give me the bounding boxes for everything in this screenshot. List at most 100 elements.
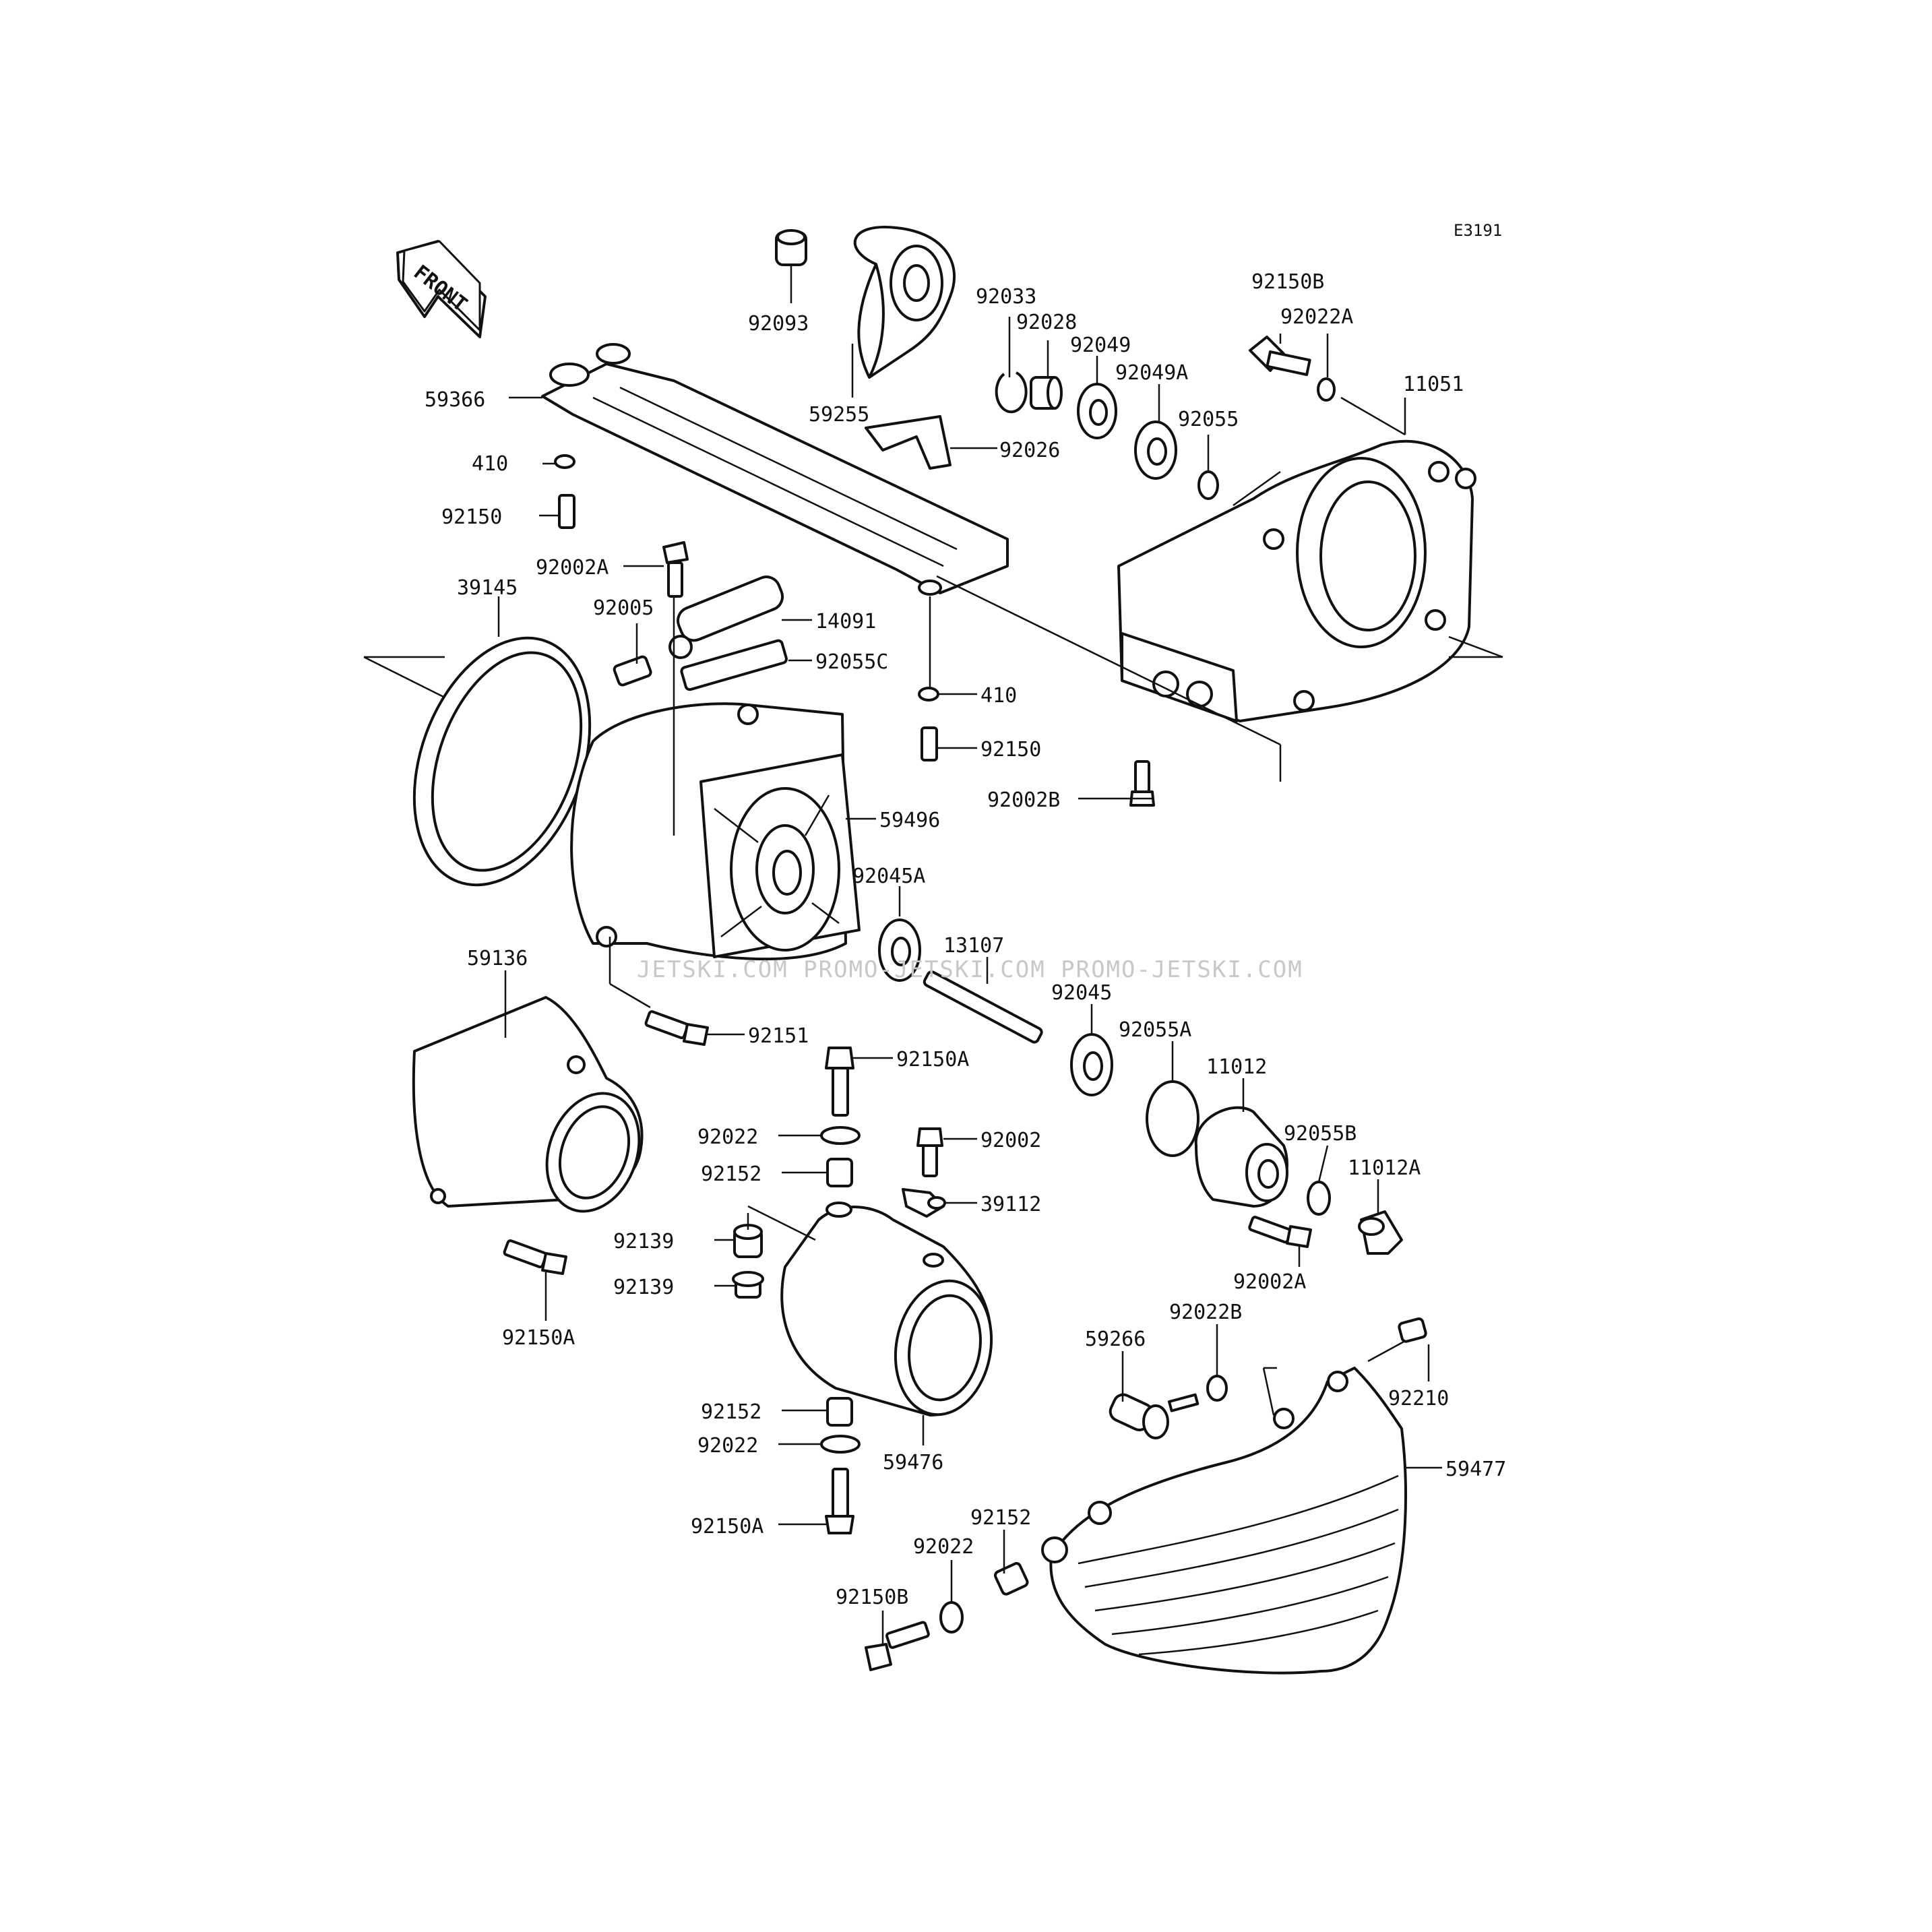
part-92150A-bolt-left [503,1239,567,1275]
part-11051-housing [1117,439,1476,722]
part-92022-washer-a [820,1126,861,1145]
part-39145-ring [412,636,592,887]
label-92150A-bottom: 92150A [691,1515,764,1538]
part-92210-bolt [1398,1317,1427,1343]
front-arrow-icon: FRONT [396,240,487,338]
label-92002A-low: 92002A [1233,1270,1306,1294]
label-92151: 92151 [748,1024,809,1048]
part-11012-cap [1194,1106,1288,1208]
part-92055-oring [1197,470,1219,500]
label-92045: 92045 [1051,981,1112,1005]
part-410-washer-left [554,454,575,469]
label-39112: 39112 [980,1193,1041,1216]
label-59476: 59476 [883,1451,943,1474]
part-59266-fitting [1109,1393,1199,1439]
label-11051: 11051 [1403,373,1464,396]
label-92028: 92028 [1016,311,1077,334]
part-92151-bolt [644,1010,709,1046]
label-92150-left: 92150 [441,505,502,529]
label-410-left: 410 [472,452,508,476]
part-59255-impeller [853,225,956,379]
label-92022B: 92022B [1169,1301,1242,1324]
part-92002A-bolt-low [1248,1216,1312,1248]
label-59266: 59266 [1085,1328,1146,1351]
label-92150A-mid: 92150A [896,1048,969,1071]
part-92049-seal [1077,383,1117,439]
label-92150A-left: 92150A [502,1326,575,1350]
part-92002B-bolt [1129,760,1155,807]
part-92139-grommet-b [732,1271,764,1299]
part-92055C-gasket [680,639,788,691]
part-92022B-washer [1206,1375,1228,1402]
label-92022-c: 92022 [913,1535,974,1559]
part-59496-pump-case [570,702,861,961]
label-59477: 59477 [1445,1458,1506,1481]
label-59255: 59255 [809,403,869,427]
part-59476-steering-nozzle [780,1202,993,1416]
watermark: JETSKI.COM PROMO-JETSKI.COM PROMO-JETSKI… [637,956,1303,983]
part-92150-bolt-right [921,726,938,761]
label-92026: 92026 [999,439,1060,462]
part-92045-bearing [1070,1033,1113,1096]
part-92150B-bolt-bottom [865,1621,930,1671]
part-92022-washer-c [939,1601,964,1633]
label-410-right: 410 [980,684,1017,708]
part-410-washer-right [918,687,939,702]
part-92002-bolt [916,1127,943,1177]
part-92049A-seal [1134,420,1177,480]
label-92002B: 92002B [987,788,1060,812]
label-39145: 39145 [457,576,518,600]
label-11012: 11012 [1206,1055,1267,1079]
part-92093-cap [775,229,807,266]
part-39112-terminal [902,1188,946,1218]
part-92055B-oring [1307,1181,1331,1216]
part-92005-fitting [613,655,652,687]
label-11012A: 11012A [1348,1156,1421,1180]
label-92093: 92093 [748,312,809,336]
label-92045A: 92045A [852,865,925,888]
part-92028-collar [1030,376,1063,410]
leader-lines [363,265,1503,1644]
part-92150-bolt-left [558,494,575,529]
label-92005: 92005 [593,596,654,620]
label-92022-a: 92022 [697,1125,758,1149]
part-92055A-oring [1146,1080,1199,1157]
label-59496: 59496 [879,809,940,832]
part-92045A-bearing [878,918,921,982]
part-92150A-bolt-bottom [825,1468,854,1534]
part-92150B-bolt-top [1249,336,1311,376]
label-92055: 92055 [1178,408,1239,431]
part-92139-grommet-a [733,1224,763,1258]
label-92033: 92033 [976,285,1036,309]
label-92055B: 92055B [1284,1122,1357,1146]
label-92055A: 92055A [1119,1018,1191,1042]
label-92022-b: 92022 [697,1434,758,1458]
label-92022A: 92022A [1280,305,1353,329]
label-14091: 14091 [815,610,876,633]
part-92033-circlip [995,371,1028,414]
part-13107-shaft [923,970,1043,1044]
label-92150B-top: 92150B [1251,270,1324,294]
label-92139-a: 92139 [613,1230,674,1253]
part-92152-collar-b [826,1397,853,1427]
part-92026-plate [865,415,952,470]
label-92152-c: 92152 [970,1506,1031,1530]
label-92152-b: 92152 [701,1400,761,1424]
part-92152-collar-c [993,1562,1029,1596]
label-92152-a: 92152 [701,1162,761,1186]
label-92049: 92049 [1070,334,1131,357]
label-59366: 59366 [425,388,485,412]
label-92139-b: 92139 [613,1276,674,1299]
label-13107: 13107 [943,934,1004,958]
watermark-text: JETSKI.COM PROMO-JETSKI.COM PROMO-JETSKI… [637,956,1303,983]
part-11012A-plug [1358,1210,1403,1255]
part-92022-washer-b [820,1435,861,1454]
part-59136-nozzle [412,996,644,1213]
part-59366-rail [541,343,1009,596]
diagram-code: E3191 [1454,221,1502,240]
label-92210: 92210 [1388,1387,1449,1410]
part-92002A-bolt-mid [662,541,689,598]
label-92150B-bottom: 92150B [836,1586,908,1609]
part-92022A-washer [1317,377,1336,402]
